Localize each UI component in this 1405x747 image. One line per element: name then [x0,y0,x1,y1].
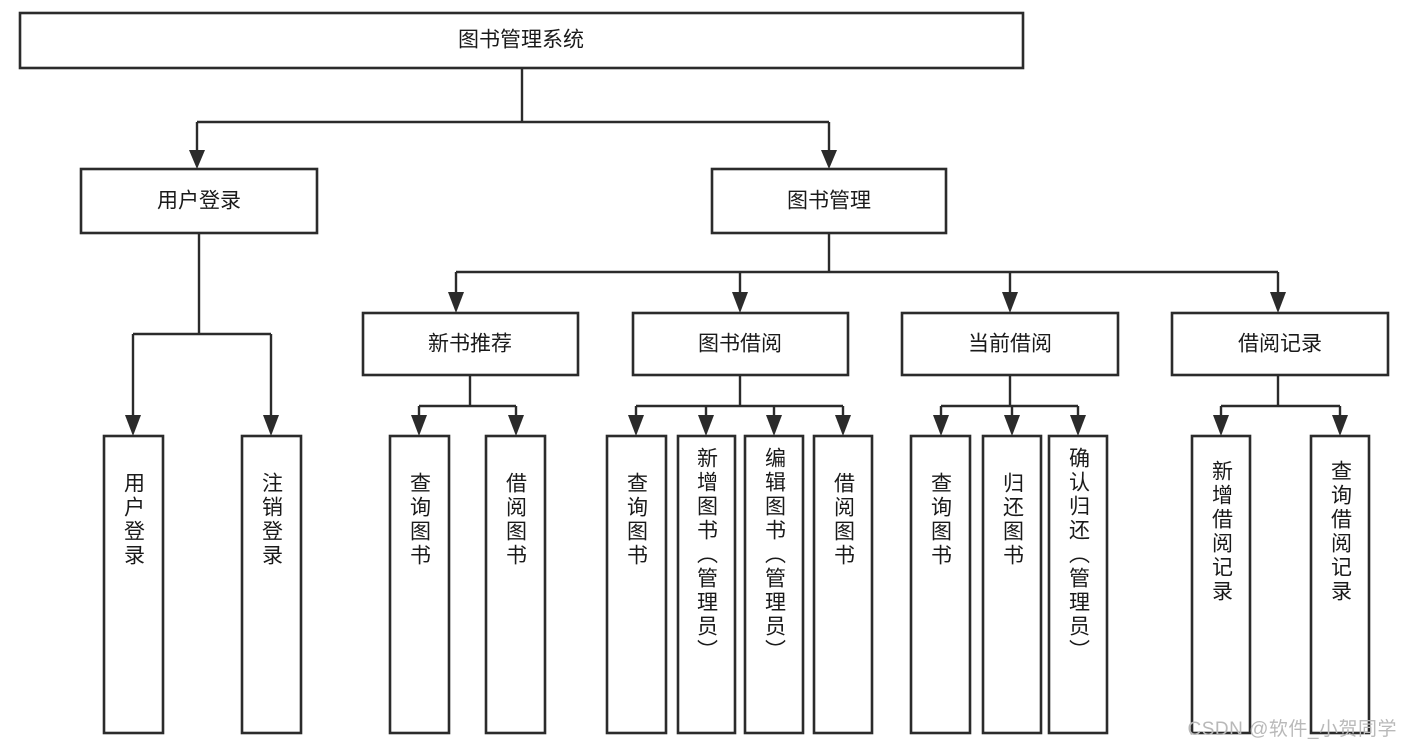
node-leaf-confirm-return-admin[interactable]: 确认归还（管理员） [1047,434,1109,735]
node-leaf-borrow-book-label: 借阅图书 [832,472,856,568]
node-new-book-recommend-label: 新书推荐 [428,333,512,356]
node-leaf-add-book-admin[interactable]: 新增图书（管理员） [676,434,737,735]
arrow-to-leaf-logout [263,415,279,436]
node-user-login-box[interactable] [79,167,319,235]
connector-book-borrow-trunk [634,375,845,417]
arrow-to-user-login [189,150,205,169]
node-leaf-add-borrow-record-label: 新增借阅记录 [1210,460,1234,604]
node-leaf-borrow-book-recommend-box[interactable] [484,434,547,735]
node-leaf-query-borrow-record-box[interactable] [1309,434,1371,735]
node-leaf-query-borrow-record-label: 查询借阅记录 [1329,460,1353,604]
arrow-to-leaf-query-book-borrow [628,415,644,436]
arrow-to-leaf-query-book-recommend [411,415,427,436]
node-leaf-query-borrow-record[interactable]: 查询借阅记录 [1309,434,1371,735]
node-new-book-recommend-box[interactable] [361,311,580,377]
arrow-to-book-borrow [732,292,748,313]
node-borrow-record-box[interactable] [1170,311,1390,377]
node-book-manage-label: 图书管理 [787,190,871,213]
node-current-borrow-box[interactable] [900,311,1120,377]
node-leaf-add-book-admin-label: 新增图书（管理员） [695,447,719,663]
node-current-borrow[interactable]: 当前借阅 [900,311,1120,377]
node-leaf-user-login-box[interactable] [102,434,165,735]
node-root-box[interactable] [18,11,1025,70]
node-leaf-borrow-book-recommend[interactable]: 借阅图书 [484,434,547,735]
node-leaf-confirm-return-admin-box[interactable] [1047,434,1109,735]
arrow-to-leaf-borrow-book-recommend [508,415,524,436]
node-leaf-query-book-borrow-box[interactable] [605,434,668,735]
connector-user-login-trunk [131,233,273,417]
node-leaf-edit-book-admin-label: 编辑图书（管理员） [763,447,787,663]
arrow-to-leaf-add-book-admin [698,415,714,436]
arrow-to-leaf-return-book [1004,415,1020,436]
connector-book-manage-trunk [454,233,1280,294]
node-leaf-borrow-book-box[interactable] [812,434,874,735]
arrow-to-book-manage [821,150,837,169]
node-leaf-add-book-admin-box[interactable] [676,434,737,735]
node-leaf-query-book-recommend-label: 查询图书 [408,472,432,568]
node-leaf-confirm-return-admin-label: 确认归还（管理员） [1067,447,1091,663]
node-leaf-query-book-borrow[interactable]: 查询图书 [605,434,668,735]
node-leaf-borrow-book-recommend-label: 借阅图书 [504,472,528,568]
arrow-to-leaf-borrow-book [835,415,851,436]
arrow-to-leaf-add-borrow-record [1213,415,1229,436]
node-new-book-recommend[interactable]: 新书推荐 [361,311,580,377]
node-leaf-edit-book-admin-box[interactable] [743,434,805,735]
node-book-borrow-label: 图书借阅 [698,333,782,356]
node-leaf-return-book-label: 归还图书 [1001,472,1025,568]
node-leaf-add-borrow-record-box[interactable] [1190,434,1252,735]
connector-current-borrow-trunk [939,375,1080,417]
arrow-to-leaf-edit-book-admin [766,415,782,436]
node-leaf-borrow-book[interactable]: 借阅图书 [812,434,874,735]
connectors-layer [125,68,1348,436]
node-user-login-label: 用户登录 [157,190,241,213]
node-book-borrow[interactable]: 图书借阅 [631,311,850,377]
node-book-manage[interactable]: 图书管理 [710,167,948,235]
arrow-to-borrow-record [1270,292,1286,313]
node-leaf-logout[interactable]: 注销登录 [240,434,303,735]
connector-borrow-record-trunk [1219,375,1342,417]
node-leaf-add-borrow-record[interactable]: 新增借阅记录 [1190,434,1252,735]
node-root-label: 图书管理系统 [458,29,584,52]
arrow-to-leaf-query-borrow-record [1332,415,1348,436]
node-leaf-user-login[interactable]: 用户登录 [102,434,165,735]
node-leaf-query-book-recommend-box[interactable] [388,434,451,735]
node-leaf-query-book-borrow-label: 查询图书 [625,472,649,568]
node-book-borrow-box[interactable] [631,311,850,377]
node-leaf-edit-book-admin[interactable]: 编辑图书（管理员） [743,434,805,735]
node-leaf-return-book-box[interactable] [981,434,1043,735]
node-borrow-record[interactable]: 借阅记录 [1170,311,1390,377]
node-leaf-query-book-recommend[interactable]: 查询图书 [388,434,451,735]
node-leaf-logout-label: 注销登录 [260,472,284,568]
node-root[interactable]: 图书管理系统 [18,11,1025,70]
node-user-login[interactable]: 用户登录 [79,167,319,235]
node-leaf-query-book-current-label: 查询图书 [929,472,953,568]
node-book-manage-box[interactable] [710,167,948,235]
node-leaf-return-book[interactable]: 归还图书 [981,434,1043,735]
node-current-borrow-label: 当前借阅 [968,333,1052,356]
arrow-to-new-book-recommend [448,292,464,313]
arrow-to-leaf-query-book-current [933,415,949,436]
node-leaf-user-login-label: 用户登录 [122,472,146,568]
connector-root-trunk [195,68,831,152]
node-leaf-logout-box[interactable] [240,434,303,735]
arrow-to-current-borrow [1002,292,1018,313]
node-borrow-record-label: 借阅记录 [1238,333,1322,356]
arrow-to-leaf-user-login [125,415,141,436]
node-leaf-query-book-current[interactable]: 查询图书 [909,434,972,735]
connector-new-book-recommend-trunk [417,375,518,417]
arrow-to-leaf-confirm-return-admin [1070,415,1086,436]
nodes-layer: 图书管理系统 用户登录 图书管理 新书推荐 图书借阅 [18,11,1390,735]
node-leaf-query-book-current-box[interactable] [909,434,972,735]
